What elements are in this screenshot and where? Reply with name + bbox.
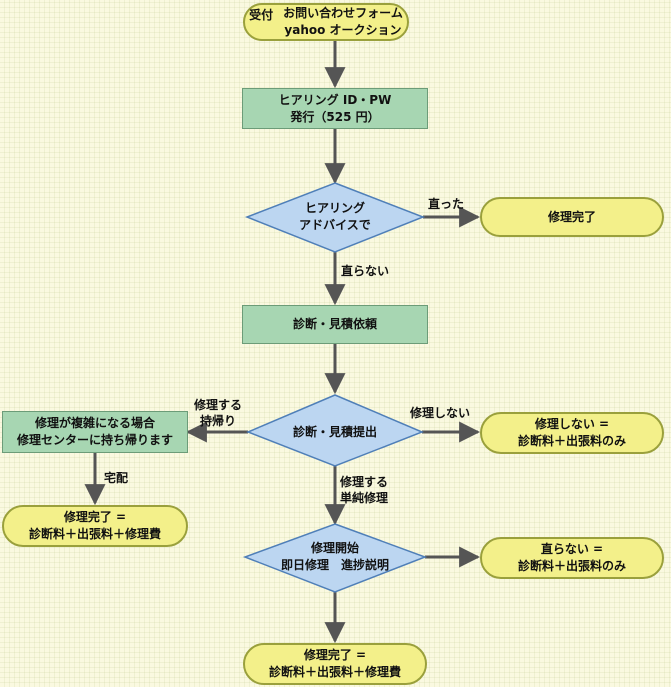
edge-label-take-home-line2: 持帰り bbox=[199, 414, 236, 428]
edge-label-fixed: 直った bbox=[428, 197, 465, 211]
diagnosis-request-label: 診断・見積依頼 bbox=[292, 317, 377, 331]
edge-label-simple-repair: 修理する 単純修理 bbox=[340, 474, 388, 506]
decision-diagnosis-label: 診断・見積提出 bbox=[292, 424, 377, 439]
decision-hearing-line1: ヒアリング bbox=[304, 201, 365, 215]
edge-label-simple-repair-line1: 修理する bbox=[340, 475, 389, 489]
edge-label-no-repair: 修理しない bbox=[410, 406, 471, 420]
repair-done-final-line2: 診断料＋出張料＋修理費 bbox=[268, 665, 401, 679]
decision-diamond-diagnosis bbox=[246, 394, 424, 467]
repair-done-label: 修理完了 bbox=[547, 209, 596, 224]
decision-diagnosis-text: 診断・見積提出 bbox=[268, 422, 402, 442]
decision-diamond-repair-start bbox=[242, 523, 428, 593]
decision-diamond-hearing bbox=[244, 182, 426, 253]
start-prefix: 受付 bbox=[249, 7, 274, 22]
start-node: 受付 お問い合わせフォーム yahoo オークション bbox=[243, 3, 409, 41]
hearing-id-line1: ヒアリング ID・PW bbox=[278, 92, 392, 107]
decision-repair-start-line1: 修理開始 bbox=[310, 541, 359, 555]
complex-repair-line2: 修理センターに持ち帰ります bbox=[16, 433, 173, 447]
edge-label-simple-repair-line2: 単純修理 bbox=[340, 491, 389, 505]
edge-label-take-home-line1: 修理する bbox=[193, 398, 242, 412]
repair-done-left-pill: 修理完了 = 診断料＋出張料＋修理費 bbox=[2, 505, 188, 547]
decision-repair-start-line2b: 進捗説明 bbox=[341, 558, 390, 572]
repair-done-final-line1: 修理完了 = bbox=[303, 648, 367, 662]
repair-done-final-pill: 修理完了 = 診断料＋出張料＋修理費 bbox=[243, 643, 427, 685]
repair-done-left-line1: 修理完了 = bbox=[63, 510, 127, 524]
decision-hearing-text: ヒアリング アドバイスで bbox=[267, 199, 403, 235]
diagnosis-request-box: 診断・見積依頼 bbox=[242, 305, 428, 344]
not-fixed-result-pill: 直らない = 診断料＋出張料のみ bbox=[480, 537, 664, 579]
start-line1: お問い合わせフォーム bbox=[283, 6, 403, 20]
complex-repair-line1: 修理が複雑になる場合 bbox=[34, 416, 155, 430]
hearing-id-box: ヒアリング ID・PW 発行（525 円） bbox=[242, 88, 428, 129]
decision-repair-start-text: 修理開始 即日修理 進捗説明 bbox=[260, 539, 410, 575]
not-fixed-line1: 直らない = bbox=[540, 542, 604, 556]
no-repair-line2: 診断料＋出張料のみ bbox=[517, 434, 626, 448]
edge-label-not-fixed: 直らない bbox=[341, 264, 390, 278]
edge-label-delivery: 宅配 bbox=[104, 471, 129, 485]
hearing-id-line2: 発行（525 円） bbox=[290, 109, 380, 124]
complex-repair-box: 修理が複雑になる場合 修理センターに持ち帰ります bbox=[2, 411, 188, 453]
decision-hearing-line2: アドバイスで bbox=[299, 218, 371, 232]
no-repair-result-pill: 修理しない = 診断料＋出張料のみ bbox=[480, 412, 664, 454]
edge-label-take-home: 修理する 持帰り bbox=[188, 397, 248, 429]
decision-repair-start-line2a: 即日修理 bbox=[280, 558, 329, 572]
repair-done-pill: 修理完了 bbox=[480, 197, 664, 237]
no-repair-line1: 修理しない = bbox=[534, 417, 610, 431]
repair-done-left-line2: 診断料＋出張料＋修理費 bbox=[28, 527, 161, 541]
not-fixed-line2: 診断料＋出張料のみ bbox=[517, 559, 626, 573]
start-line2: yahoo オークション bbox=[284, 23, 402, 37]
